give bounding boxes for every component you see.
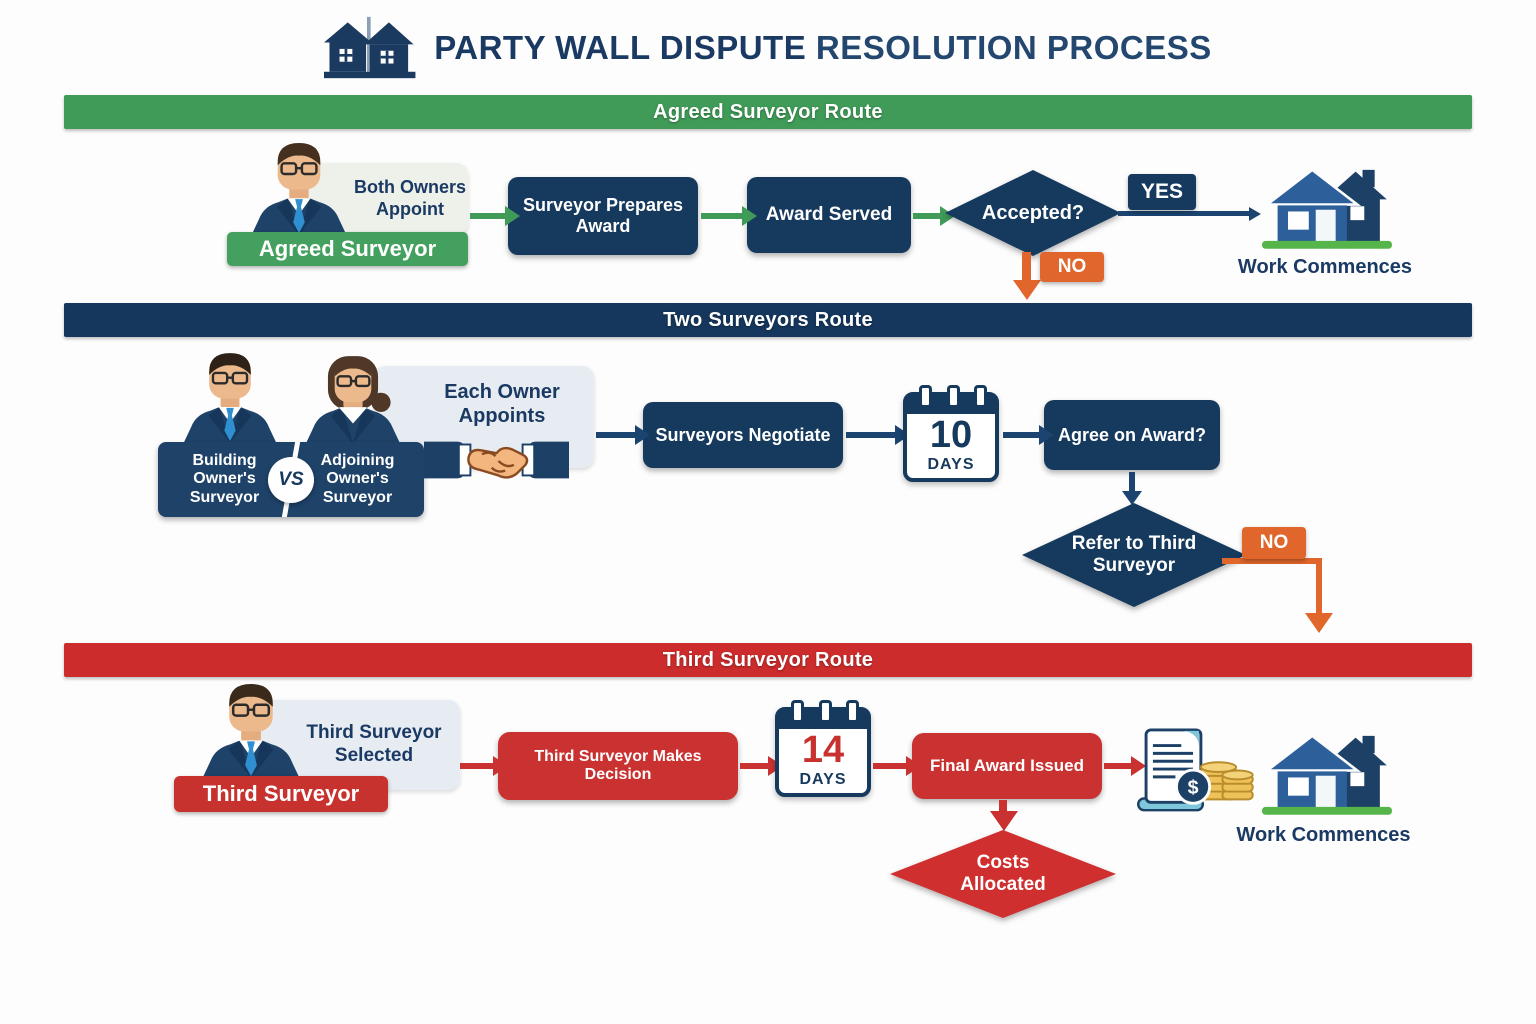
surveyors-negotiate-step: Surveyors Negotiate [643,402,843,468]
third-surveyor-makes-decision-step: Third Surveyor Makes Decision [498,732,738,800]
agreed-surveyor-label: Agreed Surveyor [227,232,468,266]
no-arrow-stem-agreed [1022,252,1031,282]
costs-arrow-head [990,811,1018,831]
ten-days-unit: DAYS [927,455,975,473]
arrow-yes-to-house [1118,211,1250,216]
header: PARTY WALL DISPUTE RESOLUTION PROCESS [0,14,1536,82]
fourteen-days-calendar-icon: 14 DAYS [775,700,871,797]
arrow-appoint-to-prepare [470,213,506,219]
dollar-icon: $ [1188,777,1199,799]
page-title-main: PARTY WALL DISPUTE [434,29,807,66]
fourteen-days-value: 14 [801,729,845,771]
arrow-appoints-to-negotiate [596,432,636,438]
no-elbow-horizontal [1222,558,1322,564]
arrow-prepare-to-served [701,213,743,219]
arrow-selected-to-decision [460,763,494,769]
building-owner-surveyor-label: Building Owner's Surveyor [189,451,260,506]
ten-days-value: 10 [929,414,973,456]
costs-allocated-diamond: Costs Allocated [890,830,1116,918]
handshake-icon [424,441,569,479]
third-surveyor-label: Third Surveyor [174,776,388,812]
calendar-ring [819,700,833,723]
party-wall-houses-icon [324,16,416,79]
accepted-decision-label: Accepted? [981,201,1085,224]
award-served-step: Award Served [747,177,911,253]
page-title: PARTY WALL DISPUTE RESOLUTION PROCESS [434,29,1212,67]
calendar-ring [973,385,987,408]
no-elbow-arrowhead [1305,613,1333,633]
calendar-ring [845,700,859,723]
award-document-coins-icon: $ [1137,728,1254,812]
surveyor-prepares-award-step: Surveyor Prepares Award [508,177,698,255]
refer-third-surveyor-label: Refer to Third Surveyor [1071,533,1197,576]
work-commences-house-icon [1262,734,1392,815]
calendar-ring [791,700,805,723]
two-surveyors-route-banner: Two Surveyors Route [64,303,1472,337]
costs-allocated-label: Costs Allocated [960,852,1046,895]
adjoining-owner-surveyor-label: Adjoining Owner's Surveyor [320,451,395,506]
building-owner-surveyor-person-icon [183,353,277,443]
fourteen-days-unit: DAYS [799,770,847,788]
final-award-issued-step: Final Award Issued [912,733,1102,799]
yes-badge: YES [1128,174,1196,210]
arrow-agree-to-refer [1129,472,1135,492]
no-arrow-head-agreed [1013,280,1041,300]
arrow-served-to-accepted [913,213,941,219]
arrow-decision-to-days [740,763,769,769]
costs-arrow-stem [999,800,1007,812]
accepted-decision-diamond: Accepted? [945,170,1121,256]
arrow-days-to-final [873,763,907,769]
no-badge-two: NO [1242,527,1306,559]
arrow-negotiate-to-days [846,432,896,438]
refer-third-surveyor-diamond: Refer to Third Surveyor [1022,503,1246,607]
calendar-ring [919,385,933,408]
agreed-surveyor-person-icon [251,143,347,235]
work-commences-label-third: Work Commences [1236,824,1411,846]
third-surveyor-person-icon [202,684,300,778]
arrow-final-to-award-doc [1104,763,1132,769]
no-badge-agreed: NO [1040,252,1104,282]
ten-days-calendar-icon: 10 DAYS [903,385,999,482]
calendar-ring [947,385,961,408]
work-commences-house-icon [1262,168,1392,249]
adjoining-owner-surveyor-person-icon [305,356,401,444]
agree-on-award-decision: Agree on Award? [1044,400,1220,470]
no-elbow-vertical [1316,558,1322,615]
arrow-days-to-agree [1003,432,1040,438]
page-title-sub: RESOLUTION PROCESS [815,29,1212,66]
work-commences-label-agreed: Work Commences [1237,256,1413,278]
agreed-route-banner: Agreed Surveyor Route [64,95,1472,129]
third-surveyor-route-banner: Third Surveyor Route [64,643,1472,677]
vs-circle: VS [268,457,314,503]
